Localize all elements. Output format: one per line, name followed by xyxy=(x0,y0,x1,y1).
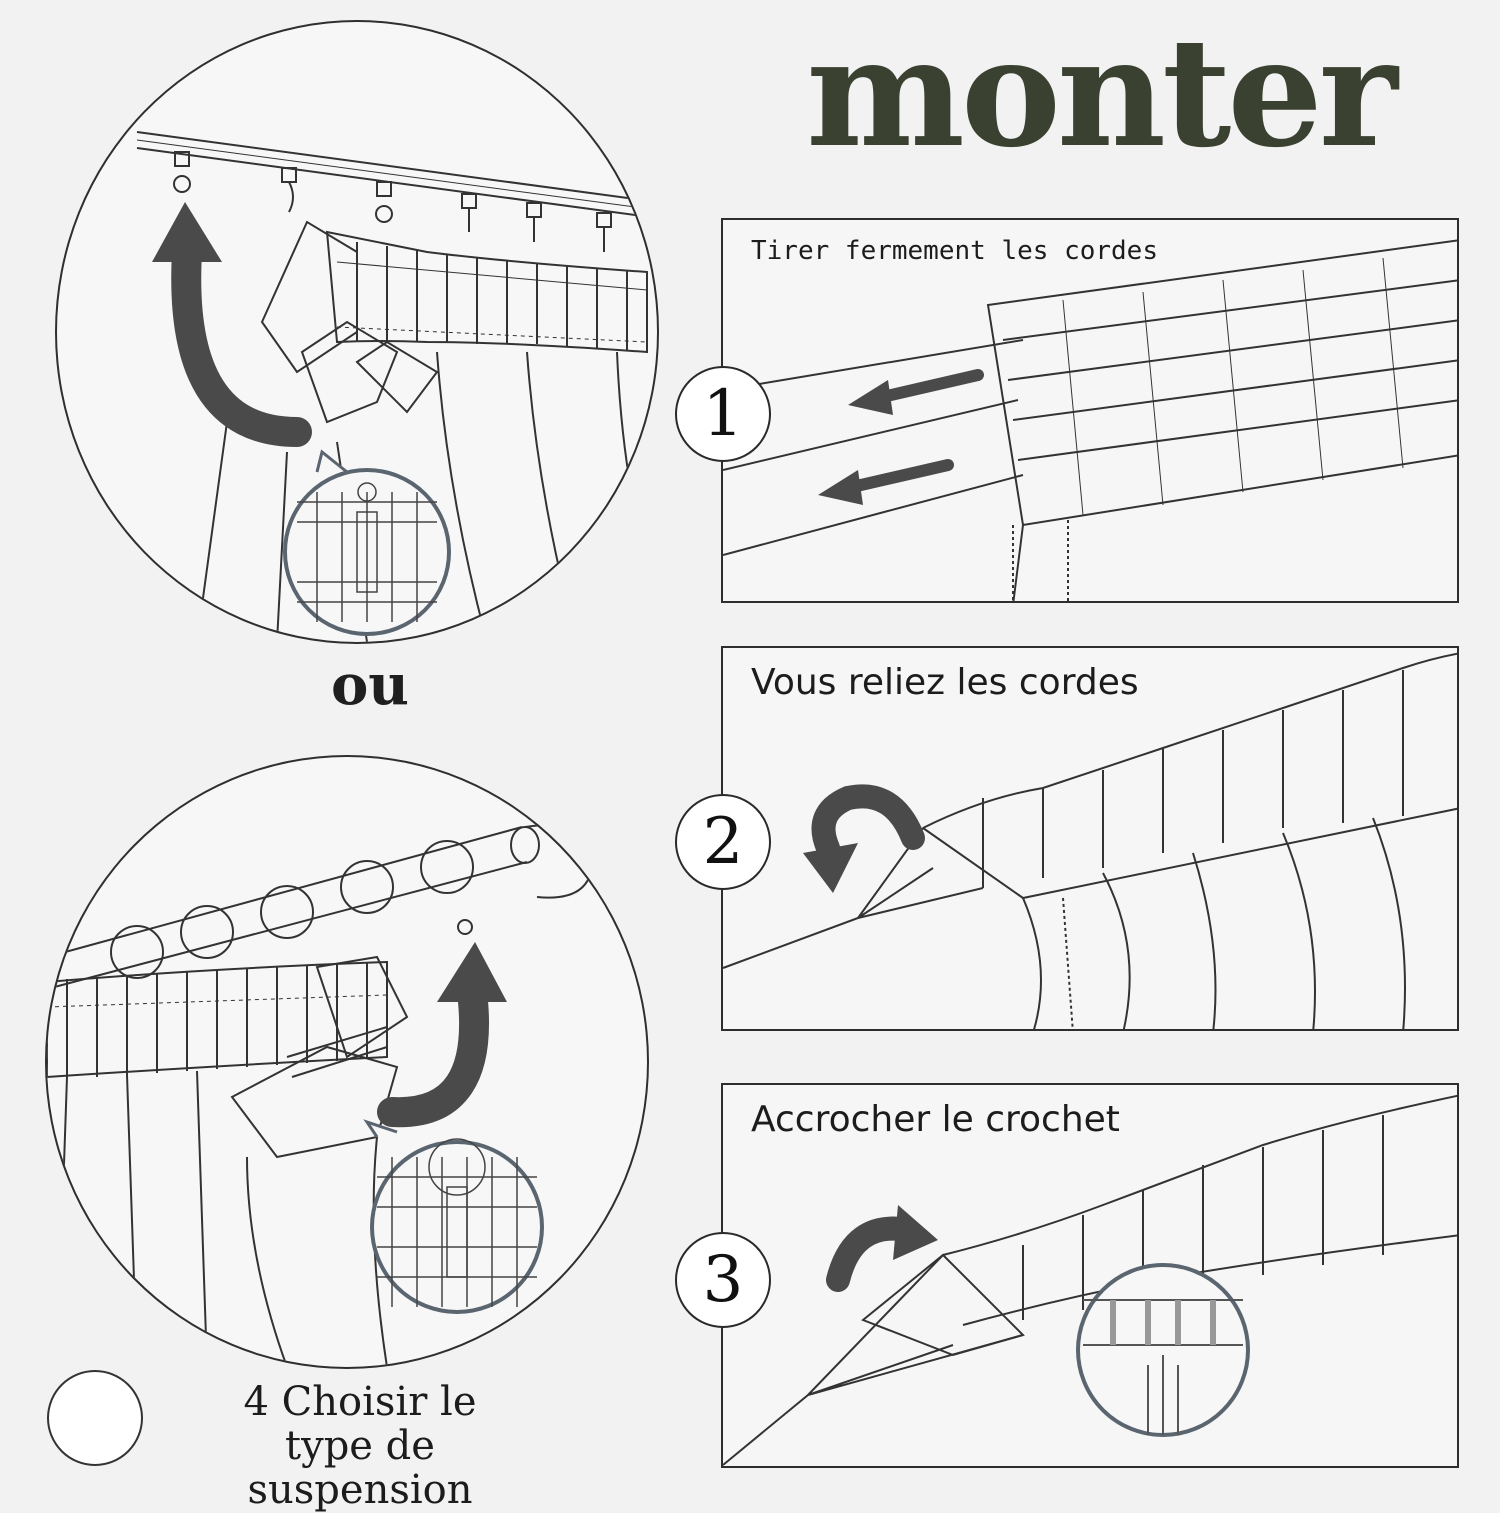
pull-arrow-icon xyxy=(848,369,984,415)
track-runner xyxy=(461,193,477,232)
ring-detail-zoom xyxy=(363,1119,544,1314)
rod-hanging-illustration xyxy=(45,755,649,1369)
curved-arrow-icon xyxy=(377,942,507,1128)
track-runner xyxy=(526,202,542,242)
curved-arrow-icon xyxy=(826,1205,938,1292)
step-3-panel: Accrocher le crochet xyxy=(721,1083,1459,1468)
step-1-label: Tirer fermement les cordes xyxy=(751,236,1158,266)
page-title: monter xyxy=(806,5,1398,181)
rotate-arrow-icon xyxy=(803,784,925,893)
step-3-badge: 3 xyxy=(675,1232,771,1328)
curtain-ring xyxy=(110,925,164,979)
step-1-panel: Tirer fermement les cordes xyxy=(721,218,1459,603)
choose-suspension-label: 4 Choisir le type de suspension xyxy=(170,1380,550,1512)
hook-insert-detail-zoom xyxy=(1076,1263,1250,1437)
curtain-ring xyxy=(420,840,474,894)
track-runner xyxy=(281,167,297,213)
curtain-ring xyxy=(180,905,234,959)
or-separator: ou xyxy=(330,652,410,718)
choose-line-2: type de suspension xyxy=(247,1423,473,1513)
step-2-label: Vous reliez les cordes xyxy=(751,662,1139,703)
curtain-ring xyxy=(340,860,394,914)
step-3-label: Accrocher le crochet xyxy=(751,1099,1120,1140)
pull-arrow-icon xyxy=(818,459,954,505)
track-runner xyxy=(375,181,393,223)
step-4-badge xyxy=(47,1370,143,1466)
step-1-badge: 1 xyxy=(675,366,771,462)
track-runner xyxy=(173,151,191,193)
step-2-panel: Vous reliez les cordes xyxy=(721,646,1459,1031)
curved-arrow-icon xyxy=(152,202,312,447)
curtain-ring xyxy=(260,885,314,939)
track-hanging-illustration xyxy=(55,20,659,644)
step-2-badge: 2 xyxy=(675,794,771,890)
track-runner xyxy=(596,212,612,252)
hook-detail-zoom xyxy=(283,449,451,636)
choose-line-1: 4 Choisir le xyxy=(243,1379,477,1425)
